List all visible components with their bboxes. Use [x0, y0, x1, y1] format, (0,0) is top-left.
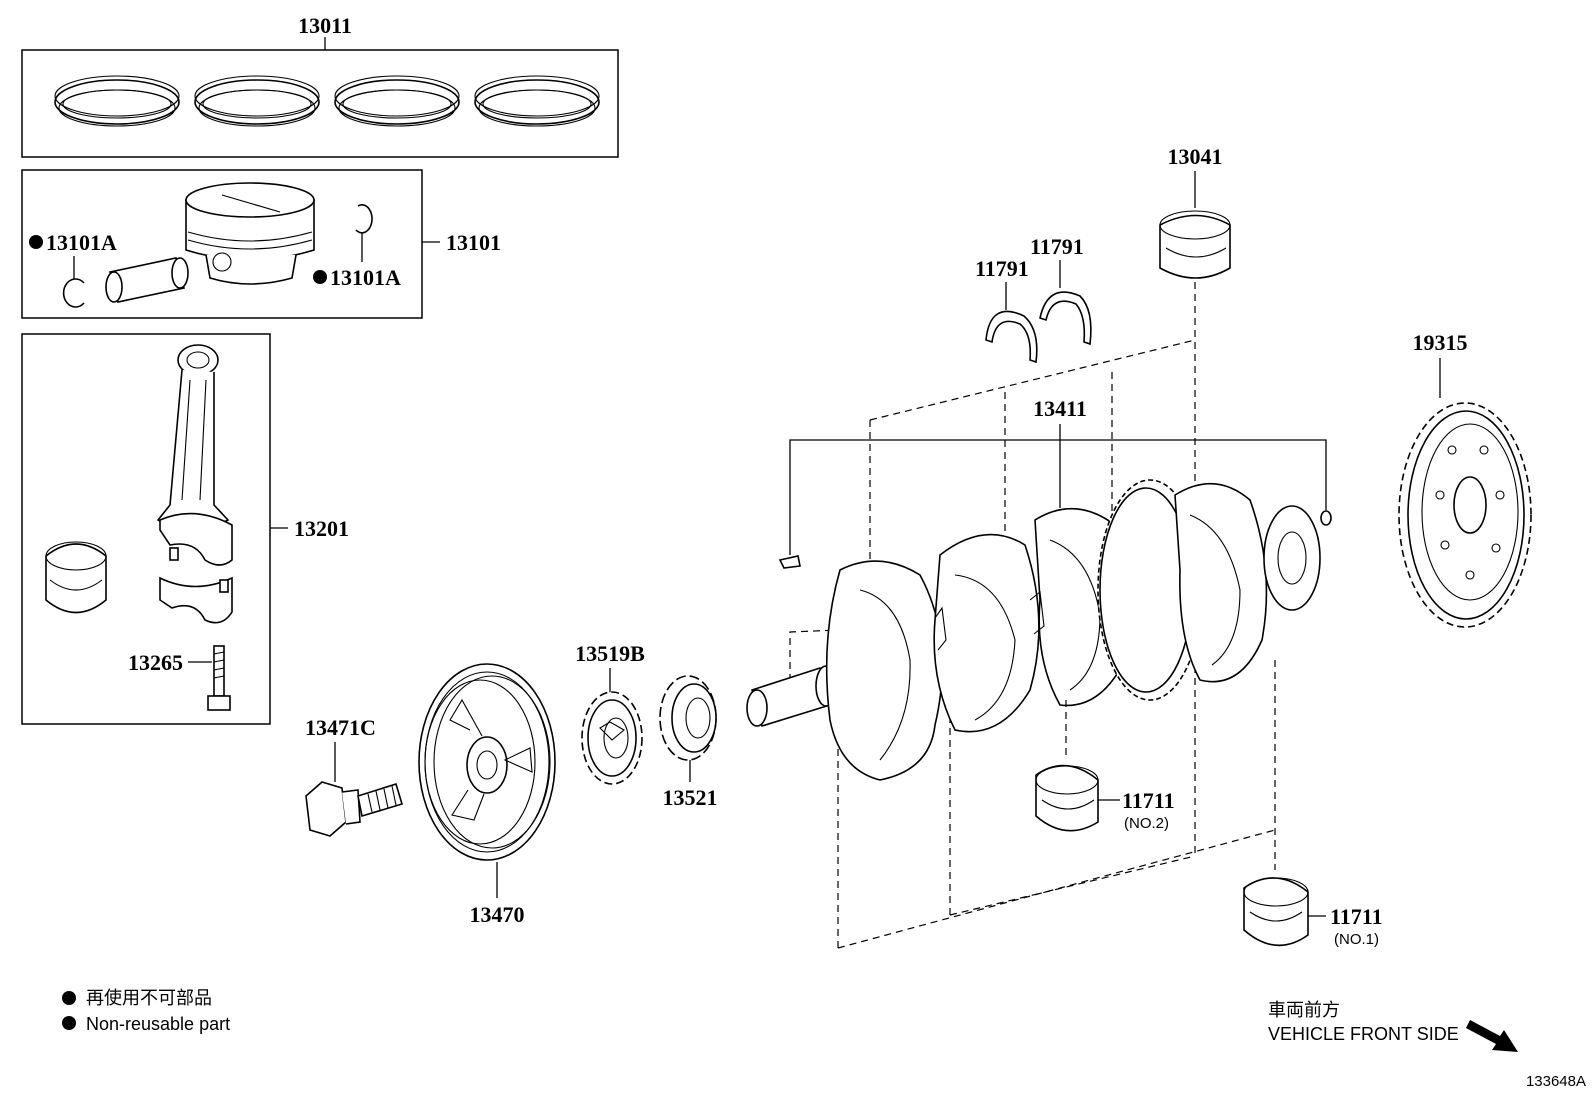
main-bearing-upper-icon: [1159, 210, 1231, 279]
callout-13101a-left[interactable]: 13101A: [46, 230, 117, 255]
woodruff-key-icon: [778, 555, 801, 569]
main-bearing-no2-group: 11711 (NO.2): [1035, 700, 1175, 832]
callout-11711-no2[interactable]: 11711: [1122, 788, 1175, 813]
crankshaft-pulley-icon: [418, 663, 556, 861]
timing-sprocket-group: 13519B: [575, 641, 645, 785]
non-reusable-dot-icon: [62, 991, 76, 1005]
callout-13041[interactable]: 13041: [1168, 144, 1223, 169]
callout-11711-no2-sub: (NO.2): [1124, 815, 1169, 832]
non-reusable-dot-icon: [29, 235, 43, 249]
rod-bolt-icon: [207, 645, 231, 711]
pulley-bolt-icon: [305, 781, 403, 837]
callout-13471c[interactable]: 13471C: [305, 715, 376, 740]
sensor-plate-icon: [659, 675, 717, 761]
callout-11711-no1[interactable]: 11711: [1330, 904, 1383, 929]
crankshaft-group: 13411: [746, 339, 1332, 949]
non-reusable-dot-icon: [62, 1016, 76, 1030]
piston-ring-icon: [194, 75, 320, 127]
piston-icon: [185, 182, 315, 285]
callout-13470[interactable]: 13470: [470, 902, 525, 927]
key-bracket-line: [789, 439, 1327, 555]
direction-jp: 車両前方: [1268, 1000, 1340, 1020]
snap-ring-icon: [355, 204, 373, 234]
timing-rotor-icon: [1398, 402, 1532, 628]
connecting-rod-box: [21, 333, 271, 725]
callout-11791-b[interactable]: 11791: [1030, 234, 1084, 259]
crank-angle-sensor-plate-group: 13521: [659, 675, 718, 810]
thrust-washer-icon: [985, 310, 1038, 364]
piston-ring-icon: [474, 75, 600, 127]
timing-sprocket-icon: [581, 691, 643, 785]
callout-13521[interactable]: 13521: [663, 785, 718, 810]
piston-ring-set-box: [21, 49, 619, 158]
piston-pin-icon: [105, 257, 189, 303]
pulley-bolt-group: 13471C: [305, 715, 403, 837]
rod-bearing-icon: [45, 541, 107, 614]
callout-13201[interactable]: 13201: [294, 516, 349, 541]
dowel-pin-icon: [1320, 510, 1332, 526]
callout-13101a-right[interactable]: 13101A: [330, 265, 401, 290]
callout-13265[interactable]: 13265: [128, 650, 183, 675]
callout-19315[interactable]: 19315: [1413, 330, 1468, 355]
connecting-rod-icon: [156, 344, 233, 624]
front-arrow-icon: [1466, 1020, 1518, 1052]
crankshaft-pulley-group: 13470: [418, 663, 556, 927]
main-bearing-lower-icon: [1243, 877, 1309, 947]
figure-id: 133648A: [1526, 1073, 1586, 1090]
piston-box: [21, 169, 423, 319]
thrust-washer-group: 11791 11791: [975, 234, 1092, 364]
legend-en: Non-reusable part: [86, 1014, 230, 1034]
timing-rotor-group: 19315: [1398, 330, 1532, 628]
snap-ring-icon: [62, 278, 85, 308]
main-bearing-lower-icon: [1035, 764, 1099, 832]
main-bearing-upper-group: 13041: [1159, 144, 1231, 856]
piston-ring-set-group: 13011: [21, 13, 619, 158]
piston-ring-icon: [334, 75, 460, 127]
callout-13519b[interactable]: 13519B: [575, 641, 645, 666]
legend: 再使用不可部品 Non-reusable part: [62, 988, 230, 1034]
callout-13411[interactable]: 13411: [1033, 396, 1087, 421]
legend-jp: 再使用不可部品: [86, 988, 212, 1008]
main-bearing-no1-group: 11711 (NO.1): [1243, 877, 1383, 948]
vehicle-front-indicator: 車両前方 VEHICLE FRONT SIDE: [1268, 1000, 1518, 1052]
piston-ring-icon: [54, 75, 180, 127]
callout-11711-no1-sub: (NO.1): [1334, 931, 1379, 948]
piston-group: 13101 13101A 13101A: [21, 169, 501, 319]
callout-13101[interactable]: 13101: [446, 230, 501, 255]
callout-13011[interactable]: 13011: [298, 13, 352, 38]
connecting-rod-group: 13201 13265: [21, 333, 349, 725]
crankshaft-icon: [746, 479, 1321, 781]
thrust-washer-icon: [1039, 291, 1092, 346]
direction-en: VEHICLE FRONT SIDE: [1268, 1024, 1459, 1044]
callout-11791-a[interactable]: 11791: [975, 256, 1029, 281]
non-reusable-dot-icon: [313, 270, 327, 284]
